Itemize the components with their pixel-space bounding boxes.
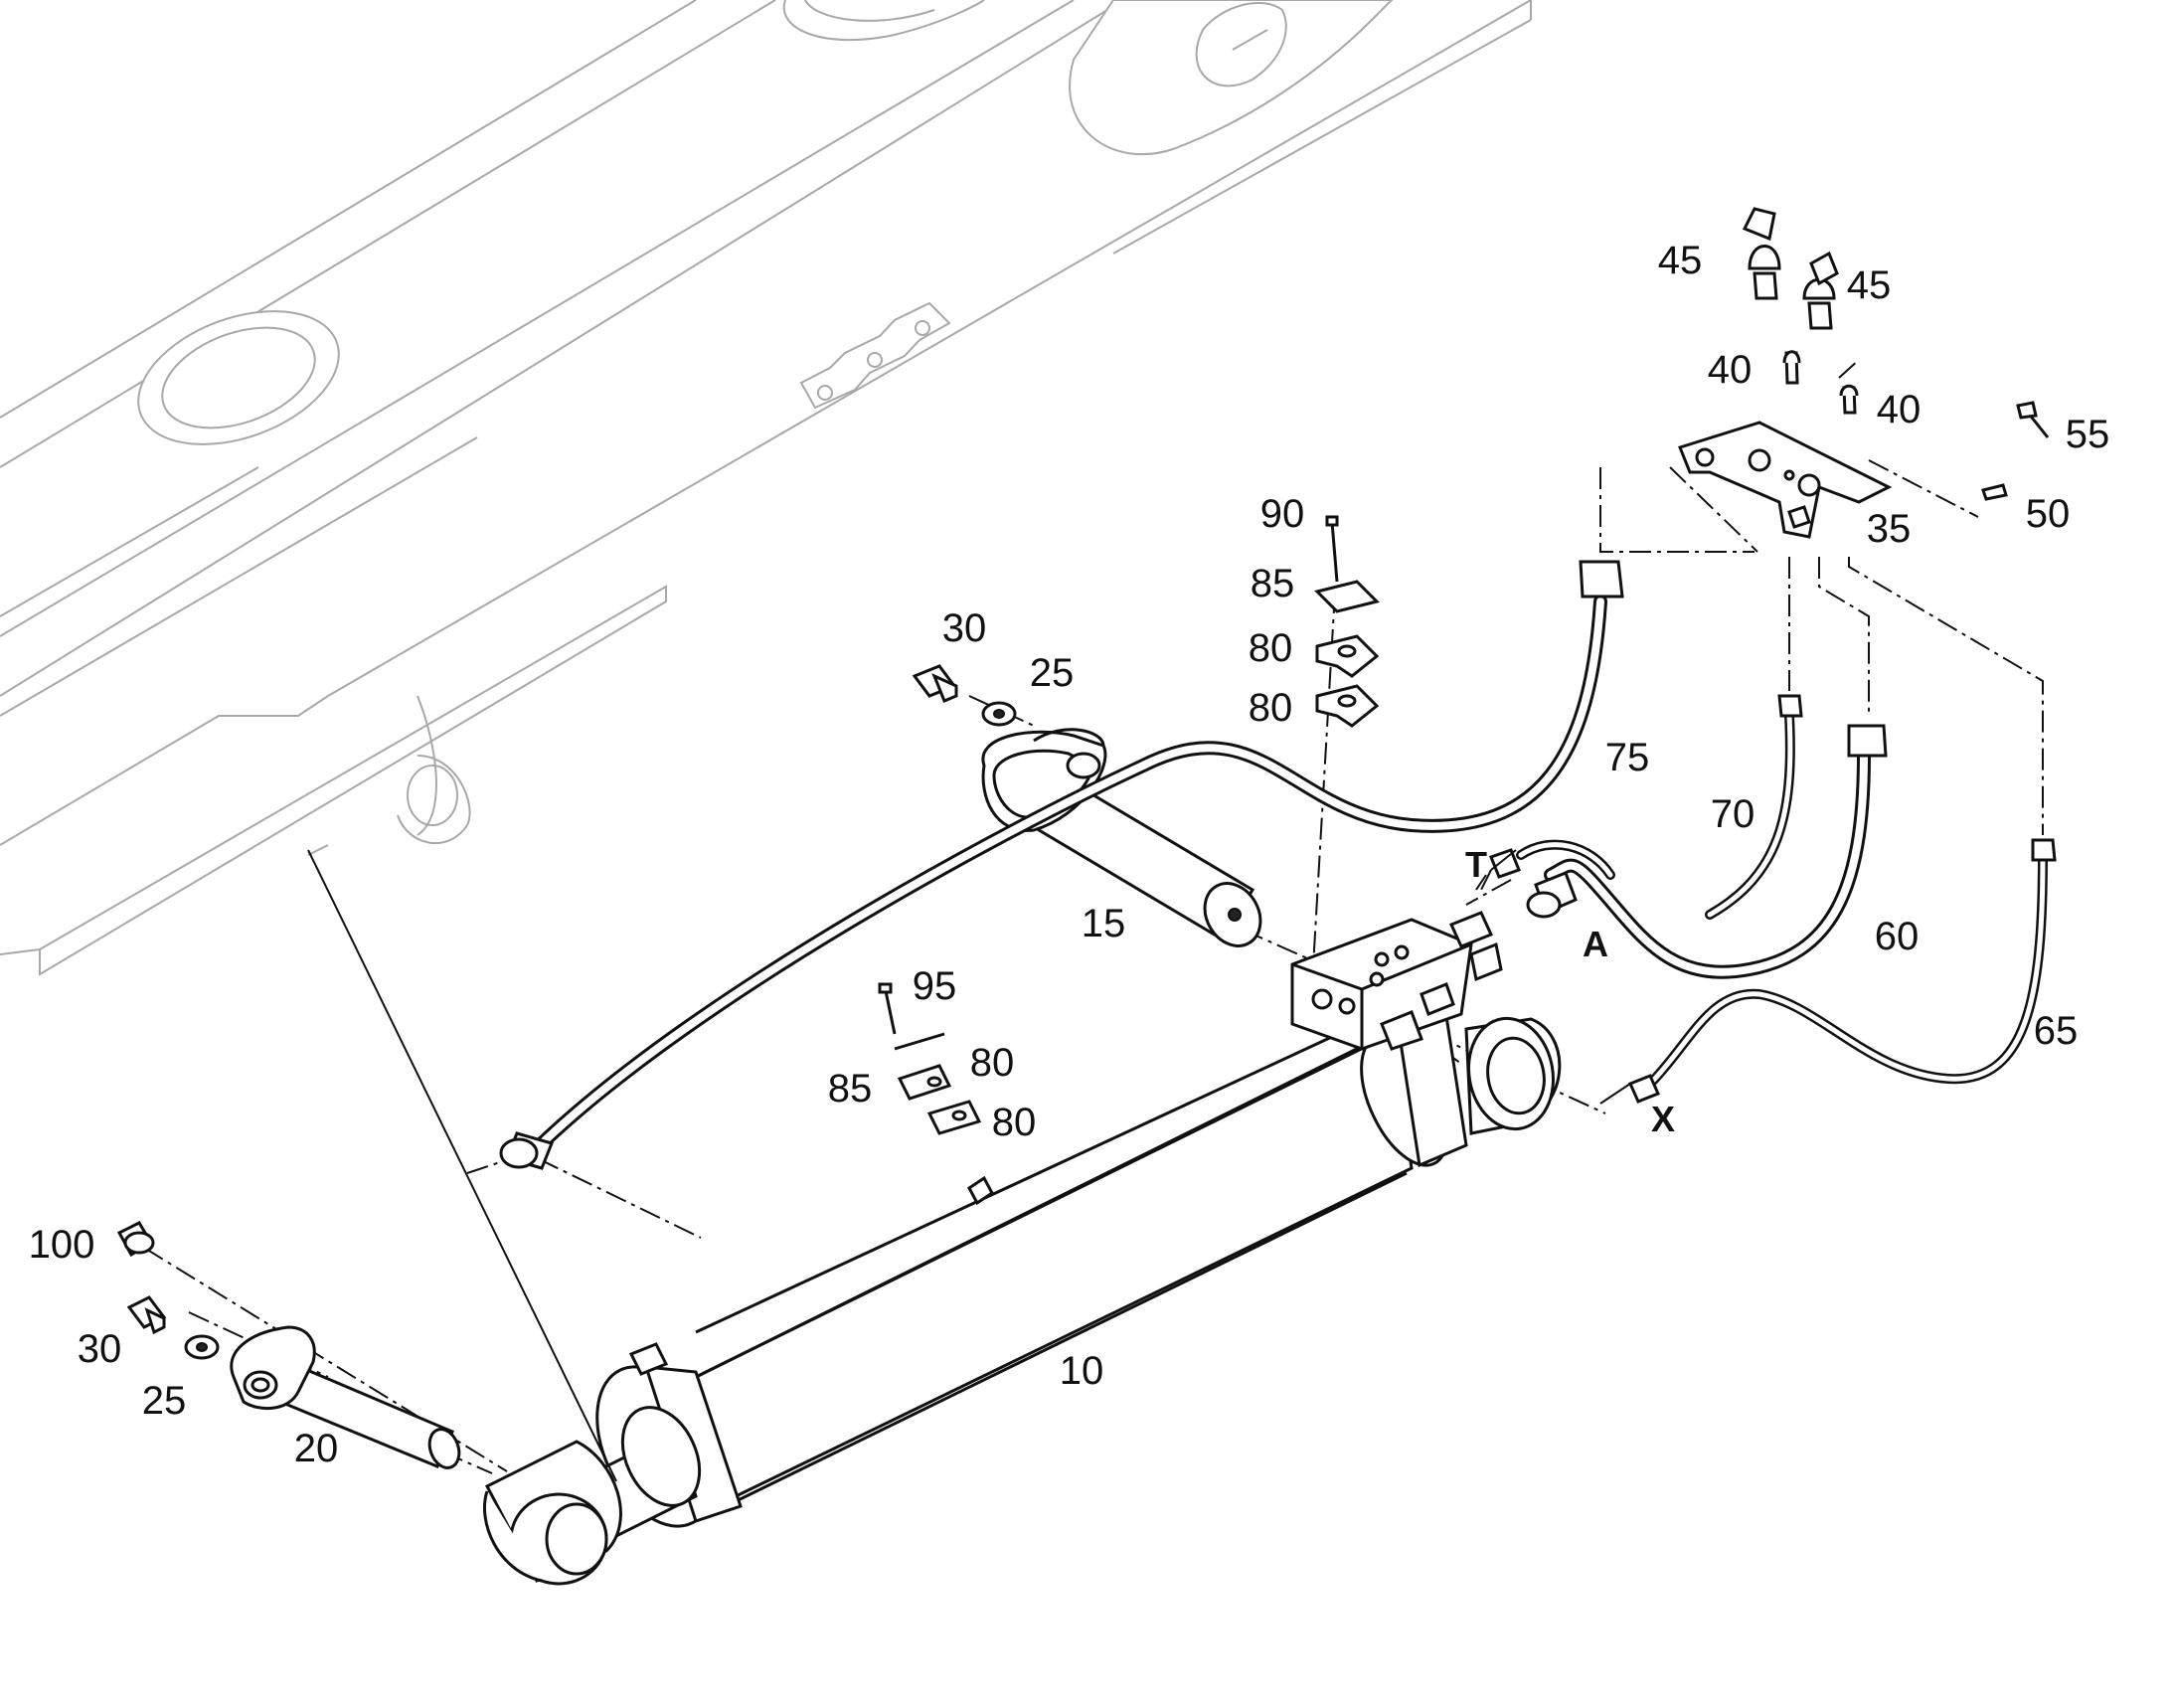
port-A: A — [1583, 924, 1608, 964]
label-45-right: 45 — [1847, 263, 1892, 307]
label-95: 95 — [913, 964, 957, 1008]
callout-leaders — [307, 849, 1631, 1482]
label-85-top: 85 — [1251, 562, 1295, 605]
hydraulic-cylinder — [482, 1007, 1562, 1586]
label-25-bottom: 25 — [142, 1379, 187, 1423]
label-40-left: 40 — [1708, 348, 1753, 392]
label-80-top-a: 80 — [1249, 626, 1293, 670]
label-50: 50 — [2026, 492, 2071, 536]
label-40-right: 40 — [1877, 388, 1922, 431]
mounting-plate — [1678, 421, 1893, 539]
part-labels: 45 45 40 40 55 50 35 90 85 80 80 30 25 7… — [29, 239, 2110, 1470]
label-55: 55 — [2066, 413, 2110, 456]
label-30-top: 30 — [942, 606, 987, 650]
boom-structure — [0, 0, 1532, 976]
hose-75 — [499, 560, 1624, 1170]
port-T: T — [1465, 844, 1487, 885]
label-60: 60 — [1875, 915, 1920, 958]
label-80-mid-a: 80 — [970, 1041, 1015, 1085]
fasteners — [116, 664, 1017, 1360]
hose-65 — [1627, 838, 2057, 1104]
label-30-bottom: 30 — [78, 1327, 122, 1371]
label-35: 35 — [1867, 507, 1912, 551]
label-100: 100 — [29, 1223, 95, 1267]
hose-70 — [1705, 694, 1803, 920]
label-70: 70 — [1711, 792, 1755, 836]
label-25-top: 25 — [1030, 651, 1075, 695]
label-80-mid-b: 80 — [992, 1101, 1037, 1144]
label-15: 15 — [1082, 902, 1126, 945]
label-10: 10 — [1060, 1349, 1104, 1393]
fittings — [1742, 207, 1859, 415]
hose-T — [1489, 839, 1615, 880]
clamps — [878, 515, 1380, 1135]
label-65: 65 — [2034, 1009, 2079, 1053]
label-20: 20 — [294, 1427, 339, 1470]
valve-block — [1290, 911, 1503, 1051]
port-labels: T A X — [1465, 844, 1675, 1139]
label-90: 90 — [1260, 492, 1305, 536]
pin-20 — [230, 1325, 461, 1469]
port-X: X — [1651, 1099, 1675, 1139]
label-45-left: 45 — [1658, 239, 1703, 282]
label-75: 75 — [1605, 736, 1650, 779]
bolt-55-washer-50 — [1981, 401, 2050, 501]
hose-60 — [1526, 724, 1888, 979]
label-85-mid: 85 — [828, 1067, 873, 1110]
label-80-top-b: 80 — [1249, 686, 1293, 730]
pin-15 — [981, 728, 1262, 947]
